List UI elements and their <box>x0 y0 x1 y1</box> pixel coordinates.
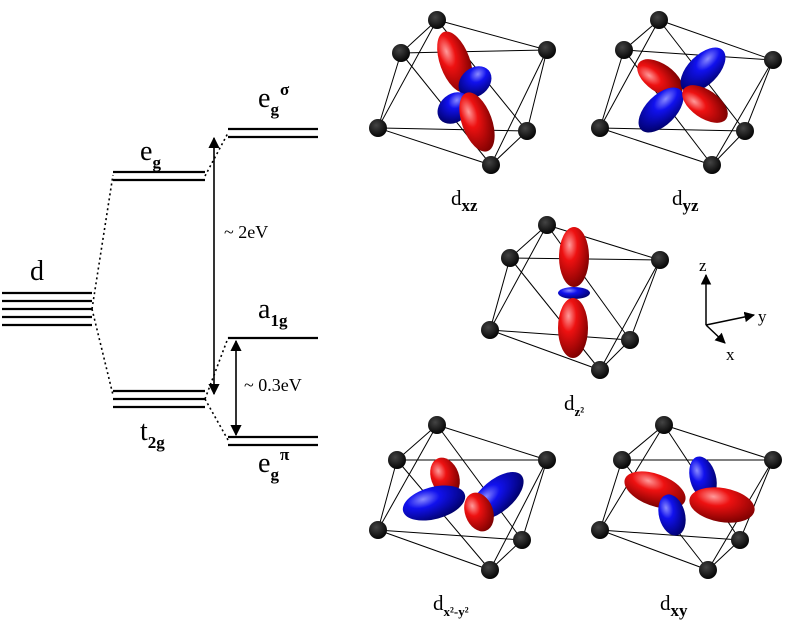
ligand-spheres <box>369 416 556 579</box>
orbital-label-dxy: dxy <box>660 591 688 620</box>
energy-level-diagram: d eg t2g <box>2 80 318 484</box>
t2g-level-label: t2g <box>140 416 165 452</box>
eg-level-lines <box>113 170 205 182</box>
x-axis-label: x <box>726 345 735 364</box>
x-axis <box>705 324 726 344</box>
ligand-spheres <box>369 11 556 174</box>
coordinate-axes: z y x <box>699 256 767 364</box>
egsigma-level-lines <box>228 127 318 139</box>
ligand-spheres <box>481 216 669 379</box>
orbital-label-dyz: dyz <box>672 186 699 215</box>
orbital-dz2: dz² <box>481 216 669 419</box>
d-level-lines <box>2 291 92 327</box>
orbital-lobes <box>558 227 590 358</box>
ligand-spheres <box>591 11 782 174</box>
orbital-dyz: dyz <box>591 11 782 215</box>
d-level-label: d <box>30 256 44 287</box>
orbital-lobes <box>402 457 524 532</box>
orbital-dxz: dxz <box>369 11 556 215</box>
y-axis <box>705 311 756 326</box>
orbital-dxy: dxy <box>591 416 782 620</box>
small-gap-label: ~ 0.3eV <box>244 375 302 395</box>
egpi-level-label: egπ <box>258 445 290 484</box>
ligand-spheres <box>591 416 782 579</box>
orbital-label-dxz: dxz <box>451 186 478 215</box>
t2g-level-lines <box>113 389 205 409</box>
orbital-lobes <box>624 456 755 536</box>
orbital-label-dz2: dz² <box>564 391 584 419</box>
eg-level-label: eg <box>140 136 161 172</box>
trigonal-split-connectors <box>204 132 229 441</box>
z-axis-label: z <box>699 256 707 275</box>
large-gap-label: ~ 2eV <box>224 222 268 242</box>
egsigma-level-label: egσ <box>258 80 290 119</box>
orbital-label-dx2-y2: dx²-y² <box>433 591 469 619</box>
d-split-connectors <box>91 174 114 396</box>
orbital-lobes <box>437 31 495 152</box>
y-axis-label: y <box>758 307 767 326</box>
a1g-level-label: a1g <box>258 294 288 330</box>
egpi-level-lines <box>228 435 318 447</box>
orbital-dx2-y2: dx²-y² <box>369 416 556 619</box>
orbital-lobes <box>637 47 728 133</box>
